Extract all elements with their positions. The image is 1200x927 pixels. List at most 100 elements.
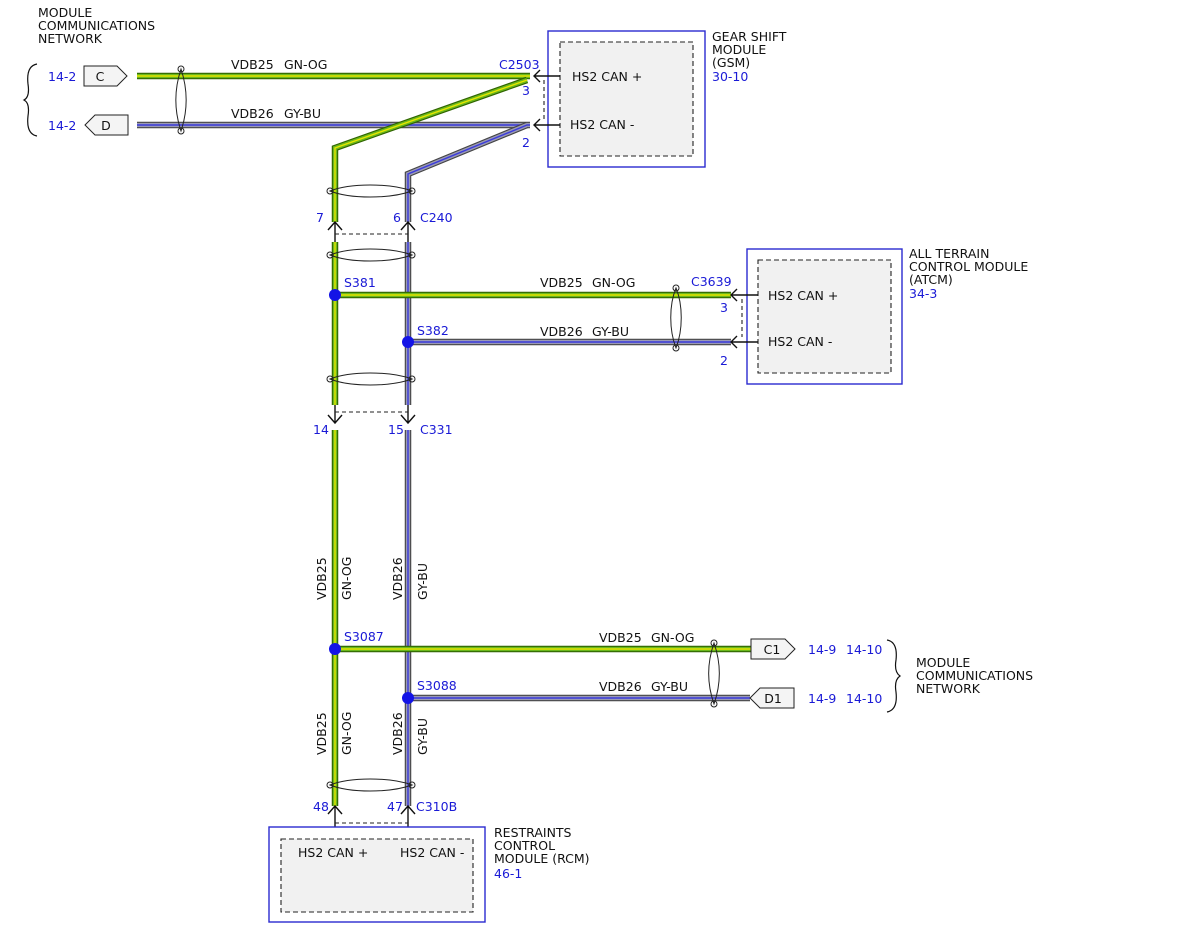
svg-text:D1: D1 <box>764 691 782 706</box>
splice-s381-label: S381 <box>344 275 376 290</box>
svg-text:34-3: 34-3 <box>909 286 937 301</box>
wire-label-circuit: VDB25 <box>314 712 329 755</box>
wire-label-circuit: VDB25 <box>599 630 642 645</box>
rcm-name: RESTRAINTS CONTROL MODULE (RCM) 46-1 <box>494 825 590 881</box>
svg-text:COMMUNICATIONS: COMMUNICATIONS <box>916 668 1033 683</box>
gsm-pin-plus: 3 <box>522 83 530 98</box>
wire-label-color: GY-BU <box>284 106 321 121</box>
wire-label-color: GY-BU <box>415 718 430 755</box>
atcm-can-minus-label: HS2 CAN - <box>768 334 832 349</box>
gsm-pin-minus: 2 <box>522 135 530 150</box>
twisted-pair-marker <box>670 284 682 352</box>
wire-label-circuit: VDB25 <box>314 557 329 600</box>
splice-s382-label: S382 <box>417 323 449 338</box>
svg-text:MODULE: MODULE <box>712 42 766 57</box>
wire-label-color: GY-BU <box>651 679 688 694</box>
c240-pin-high: 7 <box>316 210 324 225</box>
rcm-connector-id: C310B <box>416 799 457 814</box>
gsm-name: GEAR SHIFT MODULE (GSM) 30-10 <box>712 29 787 84</box>
bottom-network-brace <box>886 639 902 713</box>
flag-c1-ref: 14-10 <box>846 642 882 657</box>
wire-label-circuit: VDB25 <box>231 57 274 72</box>
wire-vdb26-gsm-diagonal <box>404 121 529 222</box>
gsm-can-plus-label: HS2 CAN + <box>572 69 642 84</box>
wire-label-circuit: VDB26 <box>599 679 642 694</box>
svg-text:NETWORK: NETWORK <box>38 31 103 46</box>
atcm-pin-arrow-minus <box>730 335 758 349</box>
svg-text:CONTROL MODULE: CONTROL MODULE <box>909 259 1028 274</box>
svg-text:MODULE: MODULE <box>916 655 970 670</box>
wire-label-color: GY-BU <box>592 324 629 339</box>
wire-label-circuit: VDB26 <box>390 712 405 755</box>
splice-s3087 <box>329 643 341 655</box>
atcm-connector-id: C3639 <box>691 274 732 289</box>
svg-text:D: D <box>101 118 111 133</box>
top-network-brace <box>22 63 38 137</box>
rcm-pin-plus: 48 <box>313 799 329 814</box>
gsm-connector-id: C2503 <box>499 57 540 72</box>
rcm-can-plus-label: HS2 CAN + <box>298 845 368 860</box>
all-terrain-control-module[interactable]: HS2 CAN + HS2 CAN - <box>746 248 903 385</box>
svg-text:RESTRAINTS: RESTRAINTS <box>494 825 572 840</box>
svg-text:ALL TERRAIN: ALL TERRAIN <box>909 246 989 261</box>
atcm-can-plus-label: HS2 CAN + <box>768 288 838 303</box>
bottom-network-label: MODULE COMMUNICATIONS NETWORK <box>916 655 1033 696</box>
atcm-pin-arrow-plus <box>730 288 758 302</box>
gsm-pin-arrow-minus <box>533 118 560 132</box>
svg-text:(ATCM): (ATCM) <box>909 272 953 287</box>
splices-layer <box>329 289 414 704</box>
svg-text:30-10: 30-10 <box>712 69 748 84</box>
gsm-can-minus-label: HS2 CAN - <box>570 117 634 132</box>
wire-label-circuit: VDB25 <box>540 275 583 290</box>
svg-text:MODULE (RCM): MODULE (RCM) <box>494 851 590 866</box>
connector-c240 <box>327 220 416 242</box>
gear-shift-module[interactable]: HS2 CAN + HS2 CAN - <box>547 30 706 168</box>
top-network-label: MODULE COMMUNICATIONS NETWORK <box>38 5 155 46</box>
wire-vdb25-gsm-diagonal <box>331 76 529 222</box>
c240-connector-id: C240 <box>420 210 453 225</box>
svg-text:GEAR SHIFT: GEAR SHIFT <box>712 29 787 44</box>
flag-d-ref: 14-2 <box>48 118 76 133</box>
twisted-pair-marker <box>326 184 416 198</box>
rcm-pin-minus: 47 <box>387 799 403 814</box>
svg-text:(GSM): (GSM) <box>712 55 750 70</box>
splice-s381 <box>329 289 341 301</box>
twisted-pair-marker <box>326 248 416 262</box>
flag-c-ref: 14-2 <box>48 69 76 84</box>
svg-text:C: C <box>96 69 105 84</box>
atcm-name: ALL TERRAIN CONTROL MODULE (ATCM) 34-3 <box>909 246 1028 301</box>
c331-pin-low: 15 <box>388 422 404 437</box>
twisted-pair-marker <box>175 65 187 135</box>
rcm-can-minus-label: HS2 CAN - <box>400 845 464 860</box>
flag-c1[interactable]: C1 <box>750 638 796 660</box>
svg-text:NETWORK: NETWORK <box>916 681 981 696</box>
atcm-pin-minus: 2 <box>720 353 728 368</box>
splice-s3088-label: S3088 <box>417 678 457 693</box>
splice-s3087-label: S3087 <box>344 629 384 644</box>
flag-c[interactable]: C <box>83 65 128 87</box>
gsm-pin-arrow-plus <box>533 69 560 83</box>
wire-label-circuit: VDB26 <box>540 324 583 339</box>
splice-s3088 <box>402 692 414 704</box>
svg-text:COMMUNICATIONS: COMMUNICATIONS <box>38 18 155 33</box>
restraints-control-module[interactable]: HS2 CAN + HS2 CAN - <box>268 826 486 923</box>
c331-pin-high: 14 <box>313 422 329 437</box>
atcm-pin-plus: 3 <box>720 300 728 315</box>
connector-c331 <box>327 405 416 425</box>
svg-text:MODULE: MODULE <box>38 5 92 20</box>
flag-d1[interactable]: D1 <box>749 687 795 709</box>
wires-layer <box>137 72 751 806</box>
wire-label-circuit: VDB26 <box>231 106 274 121</box>
flag-d[interactable]: D <box>84 114 129 136</box>
flag-d1-ref: 14-9 <box>808 691 836 706</box>
svg-text:CONTROL: CONTROL <box>494 838 555 853</box>
wire-label-color: GN-OG <box>339 712 354 755</box>
svg-text:C1: C1 <box>764 642 781 657</box>
wire-label-circuit: VDB26 <box>390 557 405 600</box>
twisted-pair-marker <box>326 372 416 386</box>
flag-c1-ref: 14-9 <box>808 642 836 657</box>
splice-s382 <box>402 336 414 348</box>
wire-label-color: GN-OG <box>651 630 694 645</box>
wire-label-color: GN-OG <box>592 275 635 290</box>
svg-text:46-1: 46-1 <box>494 866 522 881</box>
